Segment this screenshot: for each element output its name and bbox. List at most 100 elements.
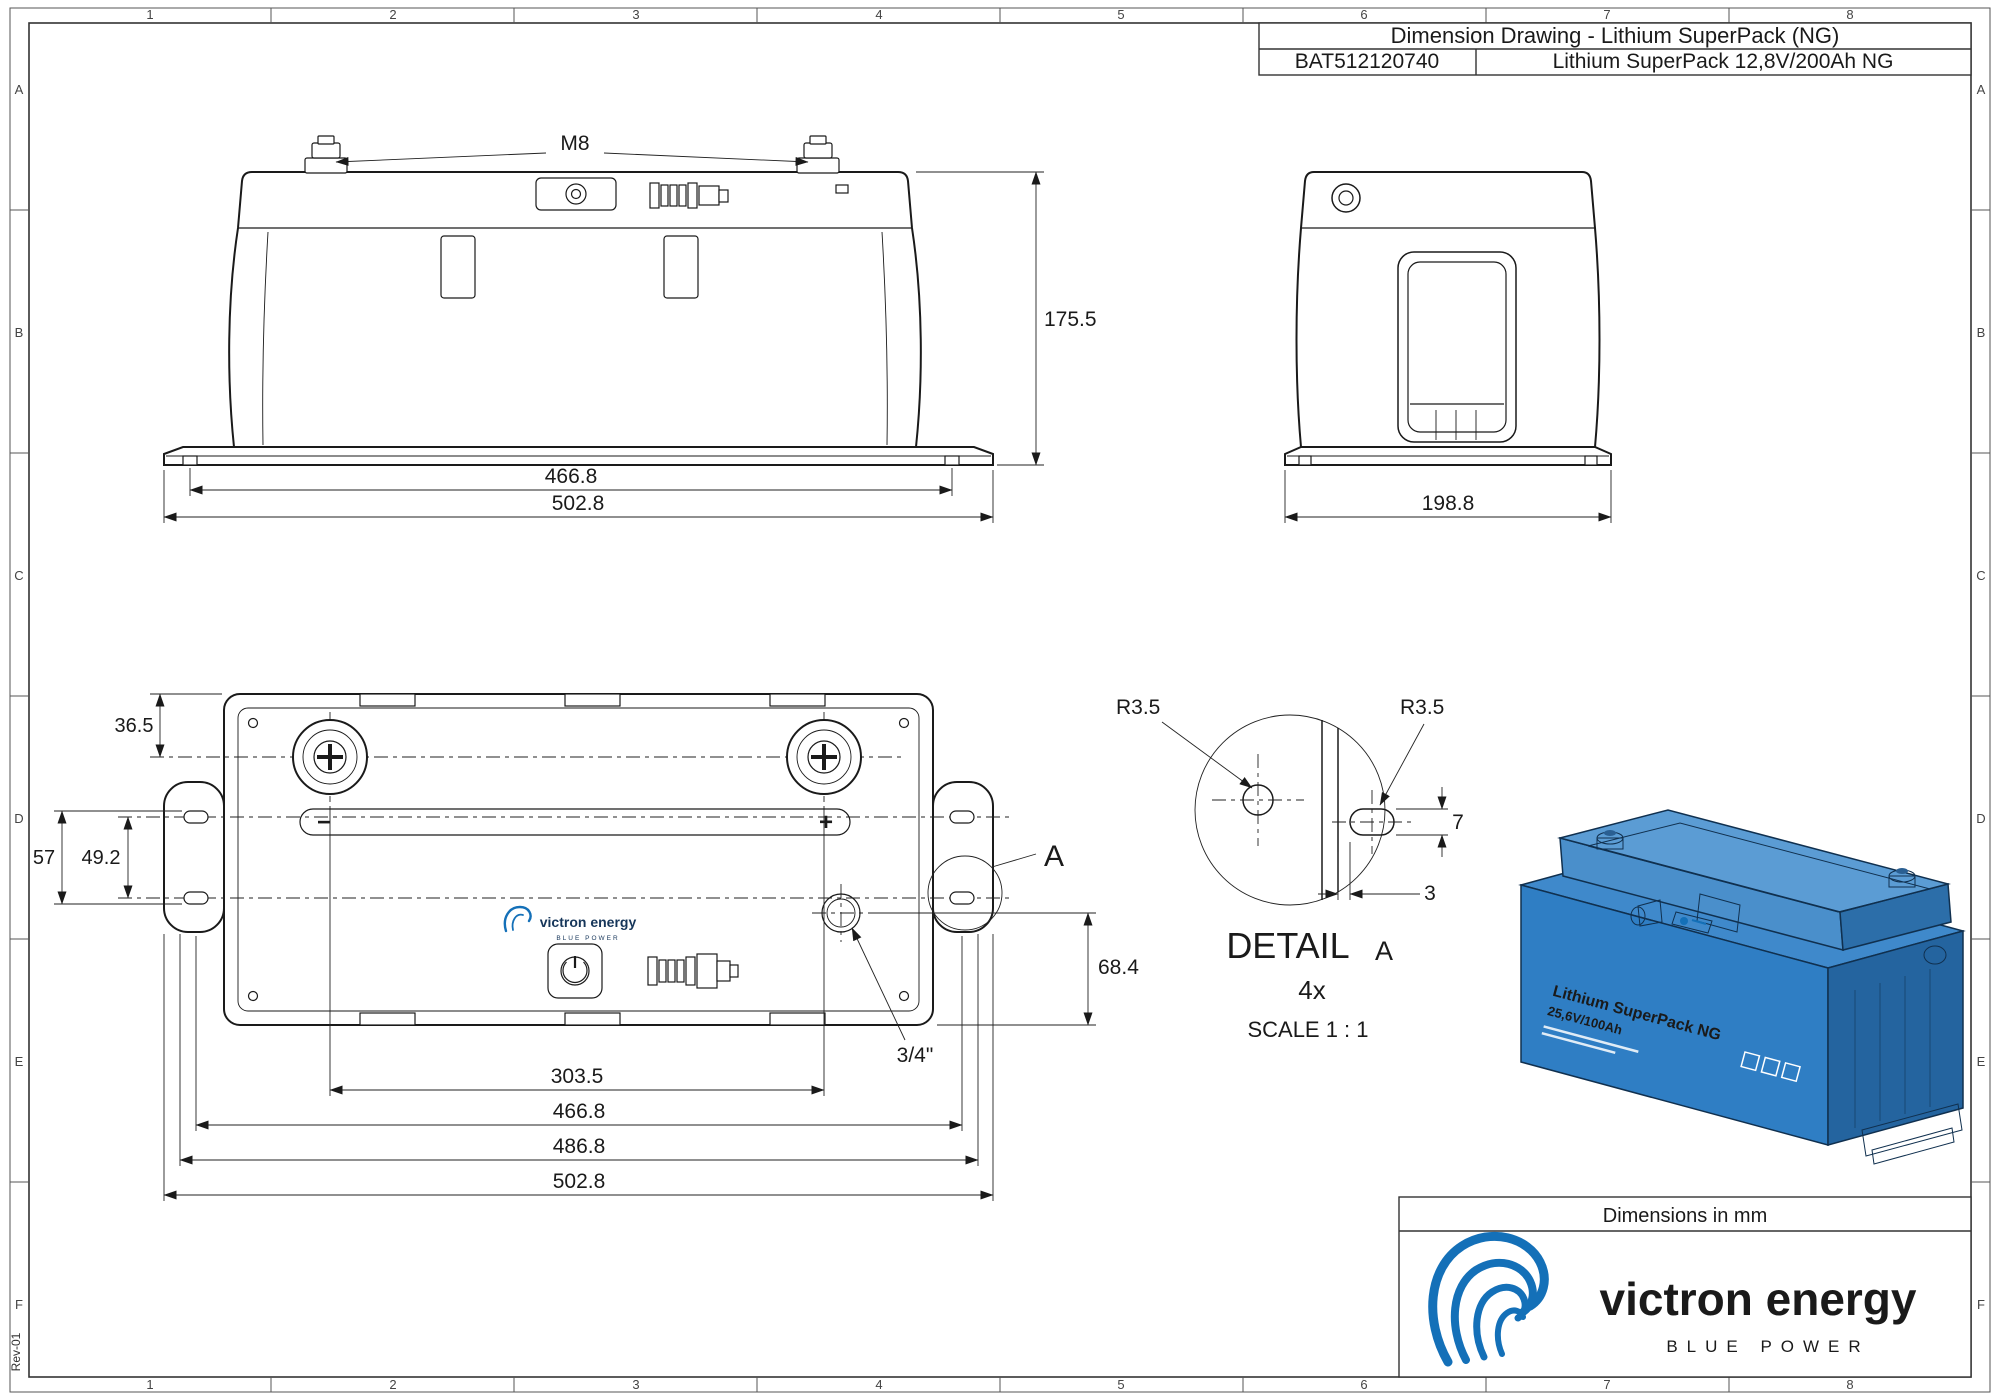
vent-size-label: 3/4" — [897, 1044, 934, 1067]
product-name: Lithium SuperPack 12,8V/200Ah NG — [1553, 50, 1894, 73]
iso-lid-top — [1557, 809, 1951, 913]
screw-icon — [898, 990, 910, 1002]
screw-icon — [247, 990, 259, 1002]
row-label: C — [14, 568, 23, 583]
dim-edge-offset: 3 — [1424, 882, 1436, 905]
col-label: 3 — [632, 1377, 639, 1392]
row-label: D — [1976, 811, 1985, 826]
iso-cert-icons — [1740, 1051, 1801, 1083]
title-block: Dimension Drawing - Lithium SuperPack (N… — [1258, 22, 1972, 76]
dim-slot-outer: 57 — [33, 847, 55, 869]
detail-callout-circle — [927, 855, 1003, 931]
row-label: F — [15, 1297, 23, 1312]
detail-a-view: R3.5 R3.5 7 3 DETAIL A 4x SCALE 1 : 1 — [1116, 696, 1464, 1042]
dim-vent-offset: 68.4 — [1098, 956, 1139, 979]
power-button-housing-icon — [535, 177, 617, 211]
screw-icon — [247, 717, 259, 729]
mounting-flange — [163, 781, 225, 933]
indicator-icon — [835, 184, 849, 194]
side-view: 198.8 — [1284, 171, 1612, 523]
dim-height: 175.5 — [1044, 308, 1097, 331]
polarity-minus: − — [317, 809, 331, 836]
col-label: 4 — [875, 1377, 882, 1392]
drawing-title: Dimension Drawing - Lithium SuperPack (N… — [1391, 23, 1840, 48]
row-label: C — [1976, 568, 1985, 583]
row-label: F — [1977, 1297, 1985, 1312]
iso-view: Lithium SuperPack NG 25,6V/100Ah — [1518, 809, 1966, 1165]
power-button-icon — [547, 943, 603, 999]
col-label: 7 — [1603, 7, 1610, 22]
dim-flange-mid-width: 486.8 — [553, 1135, 606, 1158]
row-label: D — [14, 811, 23, 826]
col-label: 6 — [1360, 7, 1367, 22]
terminal-screw-icon — [786, 719, 862, 795]
dim-overall-width-top: 502.8 — [553, 1170, 606, 1193]
col-label: 3 — [632, 7, 639, 22]
polarity-plus: + — [819, 809, 833, 836]
victron-logo-icon — [1428, 1232, 1549, 1367]
dim-feet-width: 466.8 — [545, 465, 598, 488]
dim-overall-width: 502.8 — [552, 492, 605, 515]
detail-scale: SCALE 1 : 1 — [1247, 1017, 1368, 1042]
units-note: Dimensions in mm — [1603, 1205, 1767, 1227]
front-body — [228, 171, 922, 448]
dim-hole-spacing-x: 466.8 — [553, 1100, 606, 1123]
iso-terminal-icon — [1596, 830, 1624, 850]
col-label: 8 — [1846, 7, 1853, 22]
row-label: B — [15, 325, 24, 340]
brand-wordmark: victron energy — [1600, 1273, 1917, 1325]
vent-hole — [821, 893, 861, 933]
dim-slot-height: 7 — [1452, 811, 1464, 834]
col-label: 4 — [875, 7, 882, 22]
row-label: A — [1977, 82, 1986, 97]
part-number: BAT512120740 — [1295, 50, 1439, 73]
radius-callout: R3.5 — [1400, 696, 1444, 719]
col-label: 2 — [389, 1377, 396, 1392]
screw-icon — [898, 717, 910, 729]
row-label: A — [15, 82, 24, 97]
side-body — [1295, 171, 1601, 448]
col-label: 5 — [1117, 7, 1124, 22]
victron-logo-small-icon — [503, 905, 532, 933]
front-view: M8 175.5 466.8 502.8 — [163, 132, 1097, 523]
top-view: − + victron energy BLUE POWER — [33, 693, 1139, 1201]
bolt-callout: M8 — [560, 132, 589, 155]
terminal-bolt-icon — [796, 135, 840, 174]
terminal-top-icon — [1331, 183, 1361, 213]
col-label: 2 — [389, 7, 396, 22]
dim-terminal-offset: 36.5 — [115, 715, 154, 737]
detail-quantity: 4x — [1298, 975, 1325, 1005]
dim-terminal-spacing: 303.5 — [551, 1065, 604, 1088]
col-label: 8 — [1846, 1377, 1853, 1392]
footer-block: Dimensions in mm victron energy BLUE POW… — [1398, 1196, 1972, 1378]
mounting-flange — [932, 781, 994, 933]
top-view-brand: victron energy — [540, 914, 637, 930]
dim-slot-spacing: 49.2 — [82, 847, 121, 869]
iso-sticker-icon — [1671, 911, 1713, 934]
dim-depth: 198.8 — [1422, 492, 1475, 515]
cable-gland-icon — [647, 953, 739, 989]
col-label: 1 — [146, 1377, 153, 1392]
row-label: E — [1977, 1054, 1986, 1069]
detail-callout-label: A — [1044, 840, 1064, 873]
row-label: B — [1977, 325, 1986, 340]
col-label: 6 — [1360, 1377, 1367, 1392]
col-label: 5 — [1117, 1377, 1124, 1392]
border-frame: 1 2 3 4 5 6 7 8 1 2 3 4 5 6 7 8 A B C D … — [9, 7, 1991, 1393]
revision-label: Rev-01 — [9, 1332, 23, 1371]
terminal-screw-icon — [292, 719, 368, 795]
iso-terminal-icon — [1888, 868, 1916, 888]
iso-end-face — [1827, 930, 1964, 1146]
terminal-bolt-icon — [304, 135, 348, 174]
top-view-brand-sub: BLUE POWER — [556, 935, 619, 942]
col-label: 7 — [1603, 1377, 1610, 1392]
col-label: 1 — [146, 7, 153, 22]
iso-connector-icon — [1696, 893, 1741, 933]
brand-tagline: BLUE POWER — [1666, 1337, 1869, 1356]
radius-callout: R3.5 — [1116, 696, 1160, 719]
iso-foot-bracket — [1861, 1103, 1963, 1157]
row-label: E — [15, 1054, 24, 1069]
cable-gland-icon — [649, 182, 729, 209]
